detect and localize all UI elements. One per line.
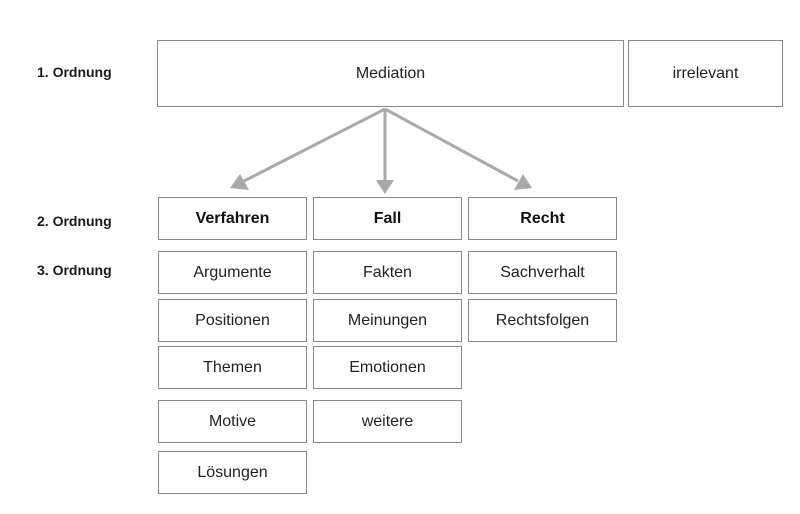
fall-header: Fall xyxy=(313,197,462,240)
level-label-2: 2. Ordnung xyxy=(37,213,112,229)
fall-item: weitere xyxy=(313,400,462,443)
level-label-3: 3. Ordnung xyxy=(37,262,112,278)
arrow-to-recht xyxy=(384,107,519,183)
recht-item: Sachverhalt xyxy=(468,251,617,294)
arrowhead-fall xyxy=(376,180,394,194)
irrelevant-box: irrelevant xyxy=(628,40,783,107)
verfahren-item: Themen xyxy=(158,346,307,389)
fall-item: Emotionen xyxy=(313,346,462,389)
verfahren-item: Motive xyxy=(158,400,307,443)
level-label-1: 1. Ordnung xyxy=(37,64,112,80)
fall-item: Meinungen xyxy=(313,299,462,342)
verfahren-item: Lösungen xyxy=(158,451,307,494)
verfahren-item: Positionen xyxy=(158,299,307,342)
verfahren-item: Argumente xyxy=(158,251,307,294)
arrow-to-verfahren xyxy=(243,107,386,183)
recht-header: Recht xyxy=(468,197,617,240)
arrowhead-verfahren xyxy=(230,174,249,190)
mediation-box: Mediation xyxy=(157,40,624,107)
recht-item: Rechtsfolgen xyxy=(468,299,617,342)
arrowhead-recht xyxy=(514,174,532,190)
verfahren-header: Verfahren xyxy=(158,197,307,240)
fall-item: Fakten xyxy=(313,251,462,294)
